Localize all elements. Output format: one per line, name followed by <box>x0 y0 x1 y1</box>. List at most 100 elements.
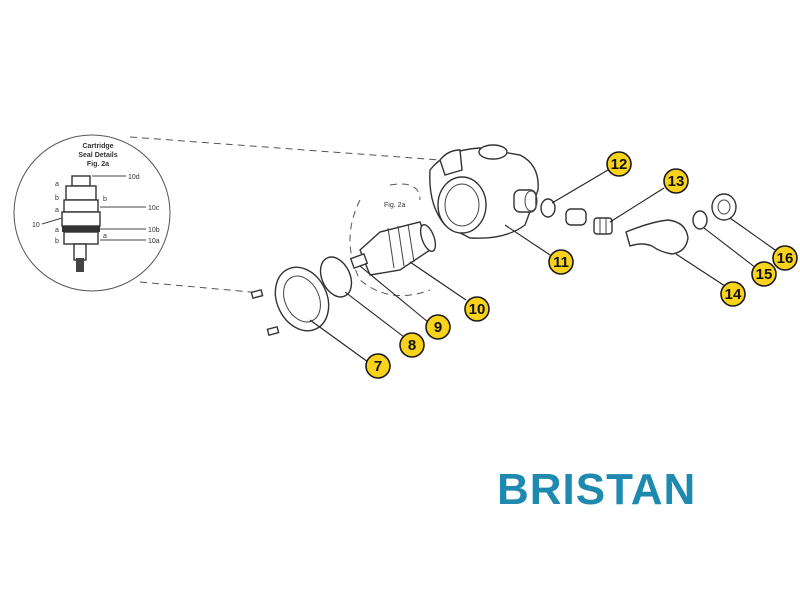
callout-15: 15 <box>751 261 777 287</box>
callout-7: 7 <box>365 353 391 379</box>
cartridge-rib-2 <box>397 225 405 267</box>
nut-inner <box>717 199 731 215</box>
callout-7-label: 7 <box>374 358 382 375</box>
filter-body <box>593 217 613 235</box>
callout-12-circle <box>606 151 632 177</box>
detail-cartridge-seal-d <box>65 185 97 201</box>
callout-13-label: 13 <box>668 173 685 190</box>
cartridge-rib-3 <box>407 223 415 263</box>
callout-15-label: 15 <box>756 266 773 283</box>
leader-8 <box>344 291 405 338</box>
valve-body-front-port-inner <box>444 183 480 227</box>
detail-cartridge-seal-c <box>63 199 99 213</box>
part-16-nut <box>711 193 737 221</box>
part-14-elbow <box>625 219 689 255</box>
valve-body-outlet-ring <box>524 190 538 212</box>
callout-14-circle <box>720 281 746 307</box>
detail-cartridge-top <box>71 175 91 187</box>
callout-12: 12 <box>606 151 632 177</box>
callout-16: 16 <box>772 245 798 271</box>
detail-cartridge-body <box>61 211 101 227</box>
callout-11: 11 <box>548 249 574 275</box>
cartridge-rib-1 <box>387 227 395 269</box>
part-12-fittings <box>540 198 587 226</box>
part-12-sleeve <box>565 208 587 226</box>
cartridge-detail-inset: Cartridge Seal Details Fig. 2a 10d 10c 1… <box>13 134 171 292</box>
cartridge-end-cap <box>419 223 437 253</box>
screws <box>250 288 280 337</box>
cover-plate-inner <box>283 275 321 323</box>
screw-bottom <box>266 325 280 337</box>
detail-label-10c: 10c <box>148 205 160 212</box>
detail-letter-7: a <box>103 233 107 240</box>
part-10-cartridge <box>349 221 437 276</box>
leader-12 <box>551 169 609 204</box>
detail-letter-5: a <box>55 227 59 234</box>
dashed-guide-fig <box>349 199 431 297</box>
callout-7-circle <box>365 353 391 379</box>
leader-11 <box>504 224 551 256</box>
detail-title-1: Cartridge <box>82 143 113 150</box>
detail-label-10b: 10b <box>148 227 160 234</box>
callout-13-circle <box>663 168 689 194</box>
callout-12-label: 12 <box>611 156 628 173</box>
dashed-guide-fig-top <box>389 183 421 201</box>
part-8-o-ring <box>319 256 353 298</box>
callout-16-circle <box>772 245 798 271</box>
leader-13 <box>609 187 665 223</box>
valve-body-left-inlet <box>439 149 463 176</box>
detail-label-10: 10 <box>32 222 40 229</box>
valve-body-front-port <box>437 176 487 234</box>
part-7-cover-plate <box>274 266 330 332</box>
callout-14: 14 <box>720 281 746 307</box>
leader-16 <box>729 217 779 253</box>
callout-leaders <box>309 169 779 363</box>
callout-13: 13 <box>663 168 689 194</box>
detail-seal-b-band <box>62 226 100 232</box>
callout-15-circle <box>751 261 777 287</box>
callout-9-label: 9 <box>434 319 442 336</box>
screw-top <box>250 288 264 300</box>
detail-leader-10 <box>41 217 63 225</box>
callout-10: 10 <box>464 296 490 322</box>
detail-letter-3: a <box>55 207 59 214</box>
cartridge-spindle <box>349 253 369 269</box>
detail-cartridge-seal-a <box>63 231 99 245</box>
leader-15 <box>703 227 757 269</box>
leader-9 <box>359 265 429 323</box>
detail-letter-1: a <box>55 181 59 188</box>
detail-title-3: Fig. 2a <box>87 161 109 168</box>
detail-title-2: Seal Details <box>78 152 117 159</box>
callout-11-circle <box>548 249 574 275</box>
dashed-guides <box>129 136 441 297</box>
callout-8: 8 <box>399 332 425 358</box>
callout-9: 9 <box>425 314 451 340</box>
leader-7 <box>309 319 369 363</box>
callout-14-label: 14 <box>725 286 742 303</box>
valve-body-top-boss <box>478 144 508 160</box>
part-12-ring <box>540 198 556 218</box>
part-11-valve-body <box>429 144 539 239</box>
part-13-filter <box>593 217 613 235</box>
leader-14 <box>675 253 729 289</box>
brand-logo: BRISTAN <box>497 465 697 514</box>
callout-8-label: 8 <box>408 337 416 354</box>
leader-10 <box>409 261 467 301</box>
detail-label-10d: 10d <box>128 174 140 181</box>
callout-10-circle <box>464 296 490 322</box>
detail-label-10a: 10a <box>148 238 160 245</box>
dashed-guide-top <box>129 136 441 161</box>
dashed-guide-bottom <box>139 281 263 294</box>
detail-letter-4: b <box>103 196 107 203</box>
callout-16-label: 16 <box>777 250 794 267</box>
detail-letter-2: b <box>55 195 59 202</box>
fig-label: Fig. 2a <box>384 202 406 209</box>
nut-outer <box>711 193 737 221</box>
callout-8-circle <box>399 332 425 358</box>
cover-plate-outer <box>274 266 330 332</box>
callout-11-label: 11 <box>553 254 569 271</box>
detail-cartridge-spindle <box>73 243 87 261</box>
cartridge-body <box>359 221 431 276</box>
